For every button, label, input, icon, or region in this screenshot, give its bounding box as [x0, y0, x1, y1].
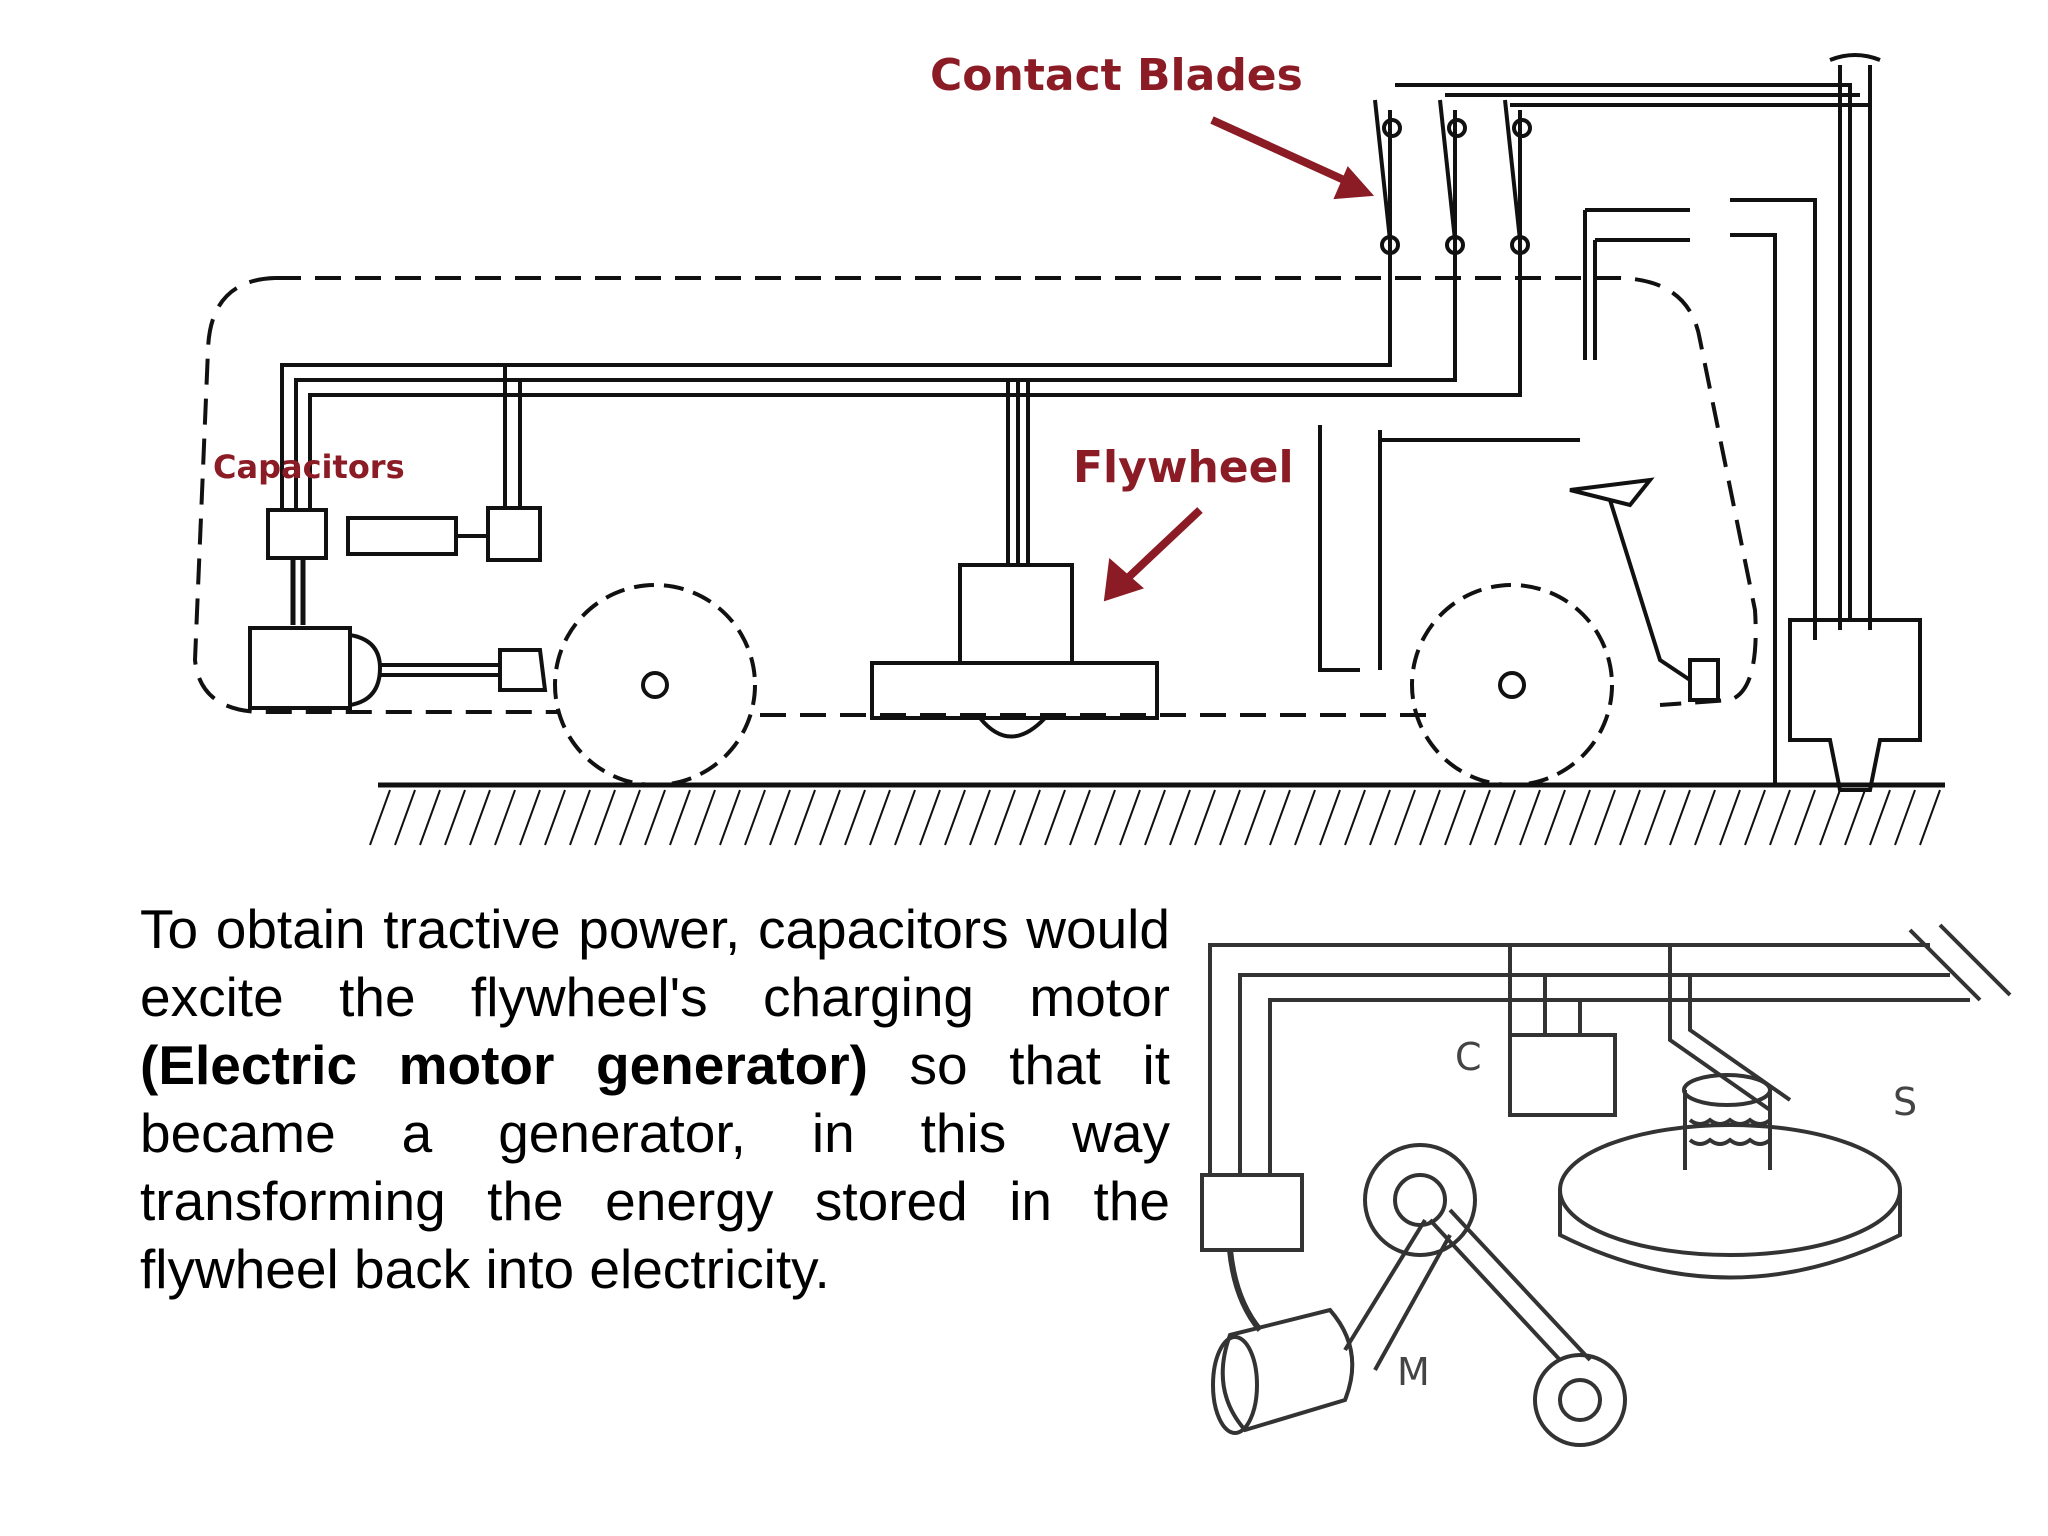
flywheel-arrow-head: [1103, 558, 1144, 602]
capacitor-box-right: [486, 506, 542, 562]
drive-shaft: [380, 663, 500, 677]
description-bold: (Electric motor generator): [140, 1034, 868, 1096]
blade-switch-3: [1503, 99, 1522, 241]
schematic-label-m: M: [1397, 1350, 1430, 1394]
schematic-coil: [1683, 1090, 1772, 1170]
bus-outline: [275, 276, 1758, 707]
flywheel-schematic: [1200, 923, 2012, 1447]
charging-pole: [1838, 65, 1872, 630]
rear-wheel: [553, 583, 757, 787]
schematic-motor: [1220, 1307, 1355, 1433]
wire-2: [294, 110, 1457, 512]
bus-diagram: [192, 53, 1945, 846]
wire-3: [308, 110, 1522, 512]
schematic-capacitors: [1508, 1033, 1617, 1117]
description-part-2: so that it became a generator, in this w…: [140, 1034, 1170, 1300]
flywheel-motor: [958, 563, 1074, 665]
schematic-label-s: S: [1893, 1080, 1918, 1124]
schematic-box: [1200, 1173, 1304, 1252]
blade-switch-1: [1373, 99, 1392, 241]
blade-switch-2: [1438, 99, 1457, 241]
description-part-1: To obtain tractive power, capacitors wou…: [140, 898, 1170, 1028]
capacitor-box: [266, 508, 328, 560]
rear-wheel-hub: [641, 671, 669, 699]
schematic-wire-3: [1268, 998, 1970, 1175]
flywheel-hub: [978, 716, 1047, 739]
flywheel-disc: [870, 661, 1159, 720]
description-paragraph: To obtain tractive power, capacitors wou…: [140, 895, 1170, 1303]
flywheel-wires: [1006, 380, 1030, 565]
bus-rear: [192, 276, 560, 714]
label-flywheel: Flywheel: [1073, 442, 1294, 493]
front-wheel: [1410, 583, 1614, 787]
schematic-flywheel: [1558, 1123, 1902, 1257]
label-contact-blades: Contact Blades: [930, 50, 1303, 101]
ground-hatching: [369, 789, 1941, 846]
capacitor-bank: [346, 516, 458, 556]
steering-column: [1608, 499, 1692, 682]
schematic-label-c: C: [1455, 1035, 1482, 1079]
front-wheel-hub: [1498, 671, 1526, 699]
drive-motor: [248, 626, 352, 710]
overhead-wire-1: [1395, 83, 1852, 620]
steering-wheel: [1569, 477, 1655, 508]
blades-arrow-head: [1333, 166, 1375, 200]
schematic-wire-1: [1208, 943, 1930, 1175]
pole-base: [1788, 618, 1922, 792]
blades-arrow-shaft: [1210, 116, 1357, 189]
schematic-wire-2: [1238, 973, 1950, 1175]
label-capacitors: Capacitors: [213, 448, 405, 486]
